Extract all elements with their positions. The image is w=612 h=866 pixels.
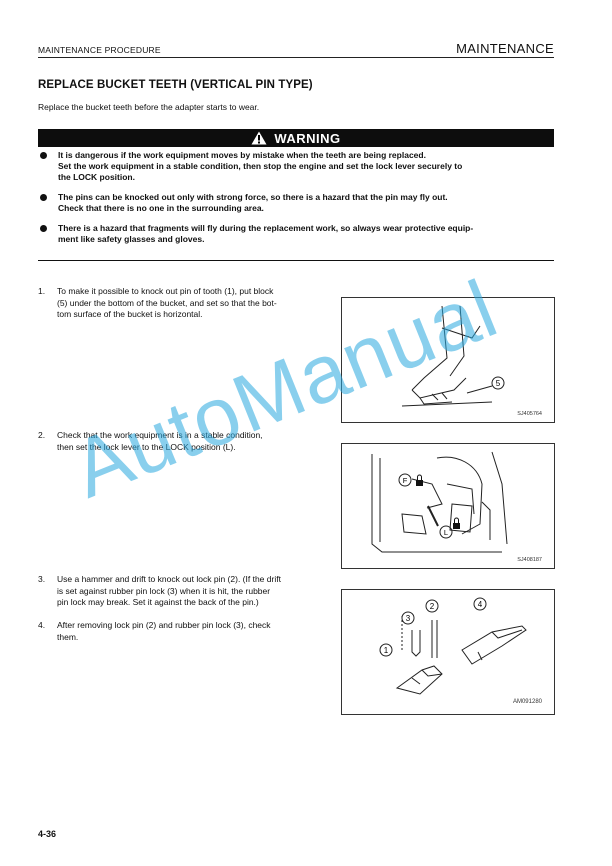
warning-line: Check that there is no one in the surrou… (58, 203, 264, 213)
lock-lever-illustration: F L SJ408187 (371, 451, 542, 563)
step-number: 2. (38, 430, 46, 440)
step-line: To make it possible to knock out pin of … (57, 286, 274, 296)
step-text: Check that the work equipment is in a st… (57, 430, 323, 453)
warning-line: Set the work equipment in a stable condi… (58, 161, 463, 171)
figure-callout: 2 (430, 602, 435, 611)
figure-callout: L (444, 528, 448, 537)
step-text: After removing lock pin (2) and rubber p… (57, 620, 323, 643)
intro-text: Replace the bucket teeth before the adap… (38, 102, 260, 112)
warning-label: WARNING (274, 130, 341, 146)
header-section-label: MAINTENANCE PROCEDURE (38, 45, 161, 55)
step-text: Use a hammer and drift to knock out lock… (57, 574, 323, 609)
warning-line: the LOCK position. (58, 172, 135, 182)
warning-banner: WARNING (38, 129, 554, 147)
figure-code: SJ405764 (517, 411, 542, 417)
padlock-icon (453, 523, 460, 529)
figure-callout: 5 (496, 379, 501, 388)
warning-line: The pins can be knocked out only with st… (58, 192, 448, 202)
step-1: 1. To make it possible to knock out pin … (38, 286, 323, 321)
teeth-parts-illustration: 3 2 4 1 AM091280 (379, 597, 543, 705)
figure-callout: 1 (384, 646, 389, 655)
figure-callout: 4 (478, 600, 483, 609)
figure-bucket-block: 5 SJ405764 (341, 297, 555, 423)
warning-line: ment like safety glasses and gloves. (58, 234, 205, 244)
warning-triangle-icon (251, 131, 267, 145)
step-text: To make it possible to knock out pin of … (57, 286, 323, 321)
step-number: 1. (38, 286, 46, 296)
step-line: is set against rubber pin lock (3) when … (57, 585, 271, 596)
figure-teeth-parts: 3 2 4 1 AM091280 (341, 589, 555, 715)
figure-code: AM091280 (513, 699, 543, 705)
step-2: 2. Check that the work equipment is in a… (38, 430, 323, 453)
warning-line: It is dangerous if the work equipment mo… (58, 150, 426, 160)
warning-item: It is dangerous if the work equipment mo… (38, 150, 554, 183)
figure-code: SJ408187 (517, 557, 542, 563)
step-line: then set the lock lever to the LOCK posi… (57, 441, 236, 452)
bullet-icon (40, 225, 47, 232)
page-number: 4-36 (38, 829, 57, 839)
step-4: 4. After removing lock pin (2) and rubbe… (38, 620, 323, 643)
page-title: REPLACE BUCKET TEETH (VERTICAL PIN TYPE) (38, 79, 313, 91)
figure-callout: F (403, 476, 408, 485)
step-line: tom surface of the bucket is horizontal. (57, 309, 203, 319)
warning-list: It is dangerous if the work equipment mo… (38, 150, 554, 252)
warning-line: There is a hazard that fragments will fl… (58, 223, 474, 233)
step-line: (5) under the bottom of the bucket, and … (57, 297, 277, 308)
step-line: Check that the work equipment is in a st… (57, 430, 263, 440)
bucket-block-illustration: 5 SJ405764 (401, 305, 542, 417)
step-number: 3. (38, 574, 46, 584)
step-line: Use a hammer and drift to knock out lock… (57, 574, 281, 584)
padlock-icon (416, 480, 423, 486)
header-chapter-label: MAINTENANCE (456, 41, 554, 56)
step-3: 3. Use a hammer and drift to knock out l… (38, 574, 323, 609)
bullet-icon (40, 152, 47, 159)
step-number: 4. (38, 620, 46, 630)
bullet-icon (40, 194, 47, 201)
figure-lock-lever: F L SJ408187 (341, 443, 555, 569)
warning-item: The pins can be knocked out only with st… (38, 192, 554, 214)
step-line: After removing lock pin (2) and rubber p… (57, 620, 271, 630)
warning-divider (38, 260, 554, 261)
step-line: pin lock may break. Set it against the b… (57, 597, 259, 607)
figure-callout: 3 (406, 614, 411, 623)
header-divider (38, 57, 554, 58)
warning-item: There is a hazard that fragments will fl… (38, 223, 554, 245)
step-line: them. (57, 631, 79, 642)
